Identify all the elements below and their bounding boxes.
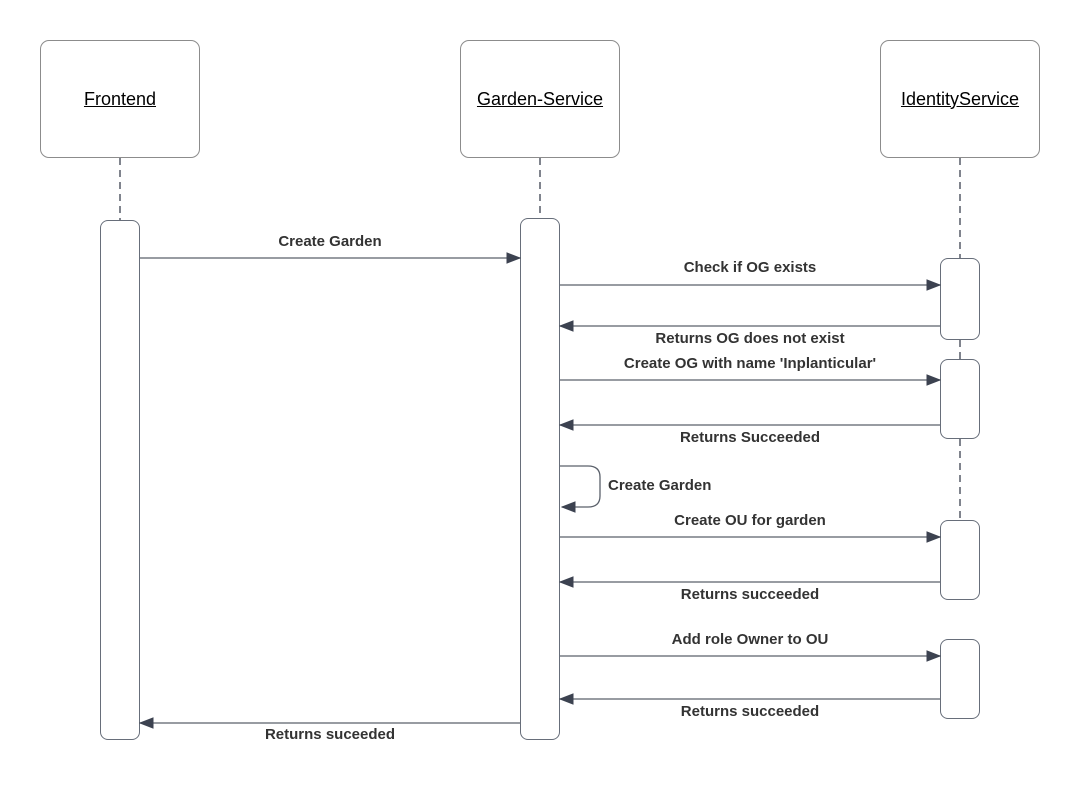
- message-label-returns-succeeded-1: Returns Succeeded: [679, 429, 821, 446]
- activation-bar-garden-service: [520, 218, 560, 740]
- participant-box-garden-service: Garden-Service: [460, 40, 620, 158]
- message-label-self-create-garden: Create Garden: [608, 477, 712, 494]
- message-label-create-ou-for-garden: Create OU for garden: [674, 512, 826, 529]
- participant-box-frontend: Frontend: [40, 40, 200, 158]
- activation-bar-identity-4: [940, 639, 980, 719]
- message-label-returns-og-does-not-exist: Returns OG does not exist: [655, 330, 845, 347]
- activation-bar-frontend: [100, 220, 140, 740]
- participant-label-identity-service: IdentityService: [900, 88, 1020, 109]
- message-label-check-if-og-exists: Check if OG exists: [683, 259, 817, 276]
- participant-label-frontend: Frontend: [83, 88, 157, 109]
- message-label-create-og-with-name: Create OG with name 'Inplanticular': [623, 355, 877, 372]
- arrow-self-create-garden: [560, 465, 601, 507]
- activation-bar-identity-1: [940, 258, 980, 340]
- message-label-create-garden: Create Garden: [278, 233, 382, 250]
- message-label-add-role-owner-to-ou: Add role Owner to OU: [671, 631, 829, 648]
- participant-label-garden-service: Garden-Service: [476, 88, 604, 109]
- message-label-returns-succeeded-3: Returns succeeded: [680, 703, 820, 720]
- message-label-returns-succeeded-2: Returns succeeded: [680, 586, 820, 603]
- activation-bar-identity-2: [940, 359, 980, 439]
- message-label-returns-suceeded-final: Returns suceeded: [264, 726, 396, 743]
- participant-box-identity-service: IdentityService: [880, 40, 1040, 158]
- activation-bar-identity-3: [940, 520, 980, 600]
